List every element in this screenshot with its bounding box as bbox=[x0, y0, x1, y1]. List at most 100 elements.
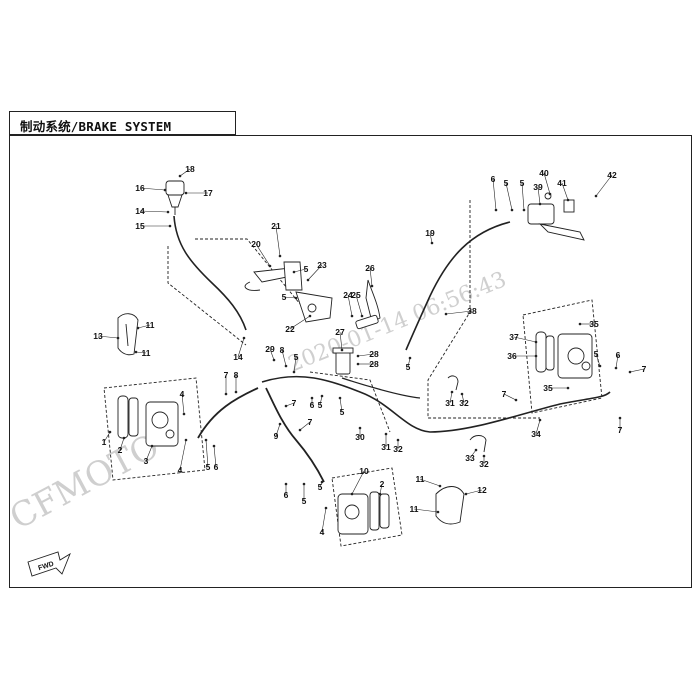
callout-number: 7 bbox=[292, 398, 297, 408]
callout-number: 5 bbox=[340, 407, 345, 417]
callout-target-dot bbox=[396, 438, 400, 442]
callout-target-dot bbox=[292, 370, 296, 374]
rear-long-hose bbox=[261, 375, 611, 433]
callout-target-dot bbox=[548, 192, 552, 196]
callout-number: 4 bbox=[320, 527, 325, 537]
callout-target-dot bbox=[358, 426, 362, 430]
callout-leader-line bbox=[503, 393, 517, 401]
callout-leader-line bbox=[629, 368, 645, 373]
callout-target-dot bbox=[356, 354, 360, 358]
callout-number: 23 bbox=[317, 260, 327, 270]
callout-25: 25 bbox=[351, 290, 364, 318]
callout-leader-line bbox=[595, 174, 613, 197]
callout-target-dot bbox=[444, 312, 448, 316]
callout-target-dot bbox=[212, 444, 216, 448]
callout-target-dot bbox=[350, 492, 354, 496]
callout-target-dot bbox=[370, 284, 374, 288]
callout-number: 7 bbox=[642, 364, 647, 374]
callout-leader-line bbox=[595, 353, 601, 367]
callout-22: 22 bbox=[285, 314, 312, 334]
callout-37: 37 bbox=[509, 332, 538, 344]
callout-leader-line bbox=[492, 178, 497, 211]
callout-leader-line bbox=[347, 294, 353, 317]
callout-31: 31 bbox=[445, 390, 455, 408]
left-caliper bbox=[145, 401, 179, 447]
callout-target-dot bbox=[320, 480, 324, 484]
callout-leader-line bbox=[535, 419, 541, 435]
callout-number: 6 bbox=[284, 490, 289, 500]
right-guard-bracket bbox=[435, 486, 465, 525]
callout-number: 11 bbox=[142, 348, 151, 358]
callout-leader-line bbox=[289, 315, 311, 330]
callout-6: 6 bbox=[491, 174, 498, 212]
callout-target-dot bbox=[268, 264, 272, 268]
callout-6: 6 bbox=[212, 444, 219, 472]
callout-target-dot bbox=[522, 208, 526, 212]
callout-leader-line bbox=[299, 421, 311, 431]
callout-number: 20 bbox=[251, 239, 261, 249]
callout-target-dot bbox=[284, 482, 288, 486]
callout-target-dot bbox=[292, 270, 296, 274]
callout-target-dot bbox=[310, 396, 314, 400]
callout-number: 5 bbox=[302, 496, 307, 506]
callout-target-dot bbox=[578, 322, 582, 326]
callout-number: 16 bbox=[135, 183, 145, 193]
callout-21: 21 bbox=[271, 221, 282, 258]
callout-number: 4 bbox=[180, 389, 185, 399]
callout-number: 5 bbox=[206, 462, 211, 472]
callout-leader-line bbox=[419, 478, 441, 487]
callout-16: 16 bbox=[135, 183, 167, 193]
callout-target-dot bbox=[534, 354, 538, 358]
callout-target-dot bbox=[136, 326, 140, 330]
callout-leader-line bbox=[139, 210, 169, 213]
callout-target-dot bbox=[378, 492, 382, 496]
callout-7: 7 bbox=[284, 398, 297, 408]
title-box: 制动系统/BRAKE SYSTEM bbox=[9, 111, 236, 135]
callout-leader-line bbox=[97, 335, 119, 339]
callout-target-dot bbox=[594, 194, 598, 198]
callout-number: 35 bbox=[543, 383, 553, 393]
callout-30: 30 bbox=[355, 426, 365, 442]
callout-number: 21 bbox=[271, 221, 281, 231]
callout-leader-line bbox=[461, 393, 465, 404]
callout-leader-line bbox=[181, 393, 185, 415]
left-front-hose bbox=[197, 387, 259, 439]
callout-number: 17 bbox=[203, 188, 213, 198]
callout-19: 19 bbox=[425, 228, 435, 245]
callout-number: 2 bbox=[380, 479, 385, 489]
right-brake-pads bbox=[535, 331, 555, 373]
callout-number: 40 bbox=[539, 168, 549, 178]
callout-number: 33 bbox=[465, 453, 475, 463]
callout-number: 5 bbox=[520, 178, 525, 188]
callout-number: 7 bbox=[502, 389, 507, 399]
front-reservoir bbox=[165, 180, 185, 215]
callout-number: 31 bbox=[445, 398, 455, 408]
callout-target-dot bbox=[306, 278, 310, 282]
callout-leader-line bbox=[319, 395, 323, 406]
callout-leader-line bbox=[369, 267, 373, 287]
callout-leader-line bbox=[321, 507, 327, 533]
callout-28: 28 bbox=[356, 349, 379, 359]
callout-13: 13 bbox=[93, 331, 120, 341]
callout-leader-line bbox=[307, 264, 323, 281]
callout-number: 37 bbox=[509, 332, 519, 342]
callout-32: 32 bbox=[479, 454, 489, 469]
callout-number: 8 bbox=[234, 370, 239, 380]
callout-11: 11 bbox=[416, 474, 442, 488]
callout-number: 32 bbox=[393, 444, 403, 454]
callout-number: 3 bbox=[144, 456, 149, 466]
callout-number: 13 bbox=[93, 331, 103, 341]
callout-32: 32 bbox=[393, 438, 403, 454]
callout-target-dot bbox=[278, 422, 282, 426]
callout-4: 4 bbox=[320, 506, 328, 537]
callout-target-dot bbox=[464, 492, 468, 496]
callout-number: 34 bbox=[531, 429, 541, 439]
callout-target-dot bbox=[163, 188, 167, 192]
callout-leader-line bbox=[513, 336, 537, 343]
callout-target-dot bbox=[338, 396, 342, 400]
callout-target-dot bbox=[184, 191, 188, 195]
callout-number: 11 bbox=[410, 504, 419, 514]
callout-15: 15 bbox=[135, 221, 172, 231]
callout-23: 23 bbox=[306, 260, 327, 282]
callout-leader-line bbox=[281, 349, 287, 367]
